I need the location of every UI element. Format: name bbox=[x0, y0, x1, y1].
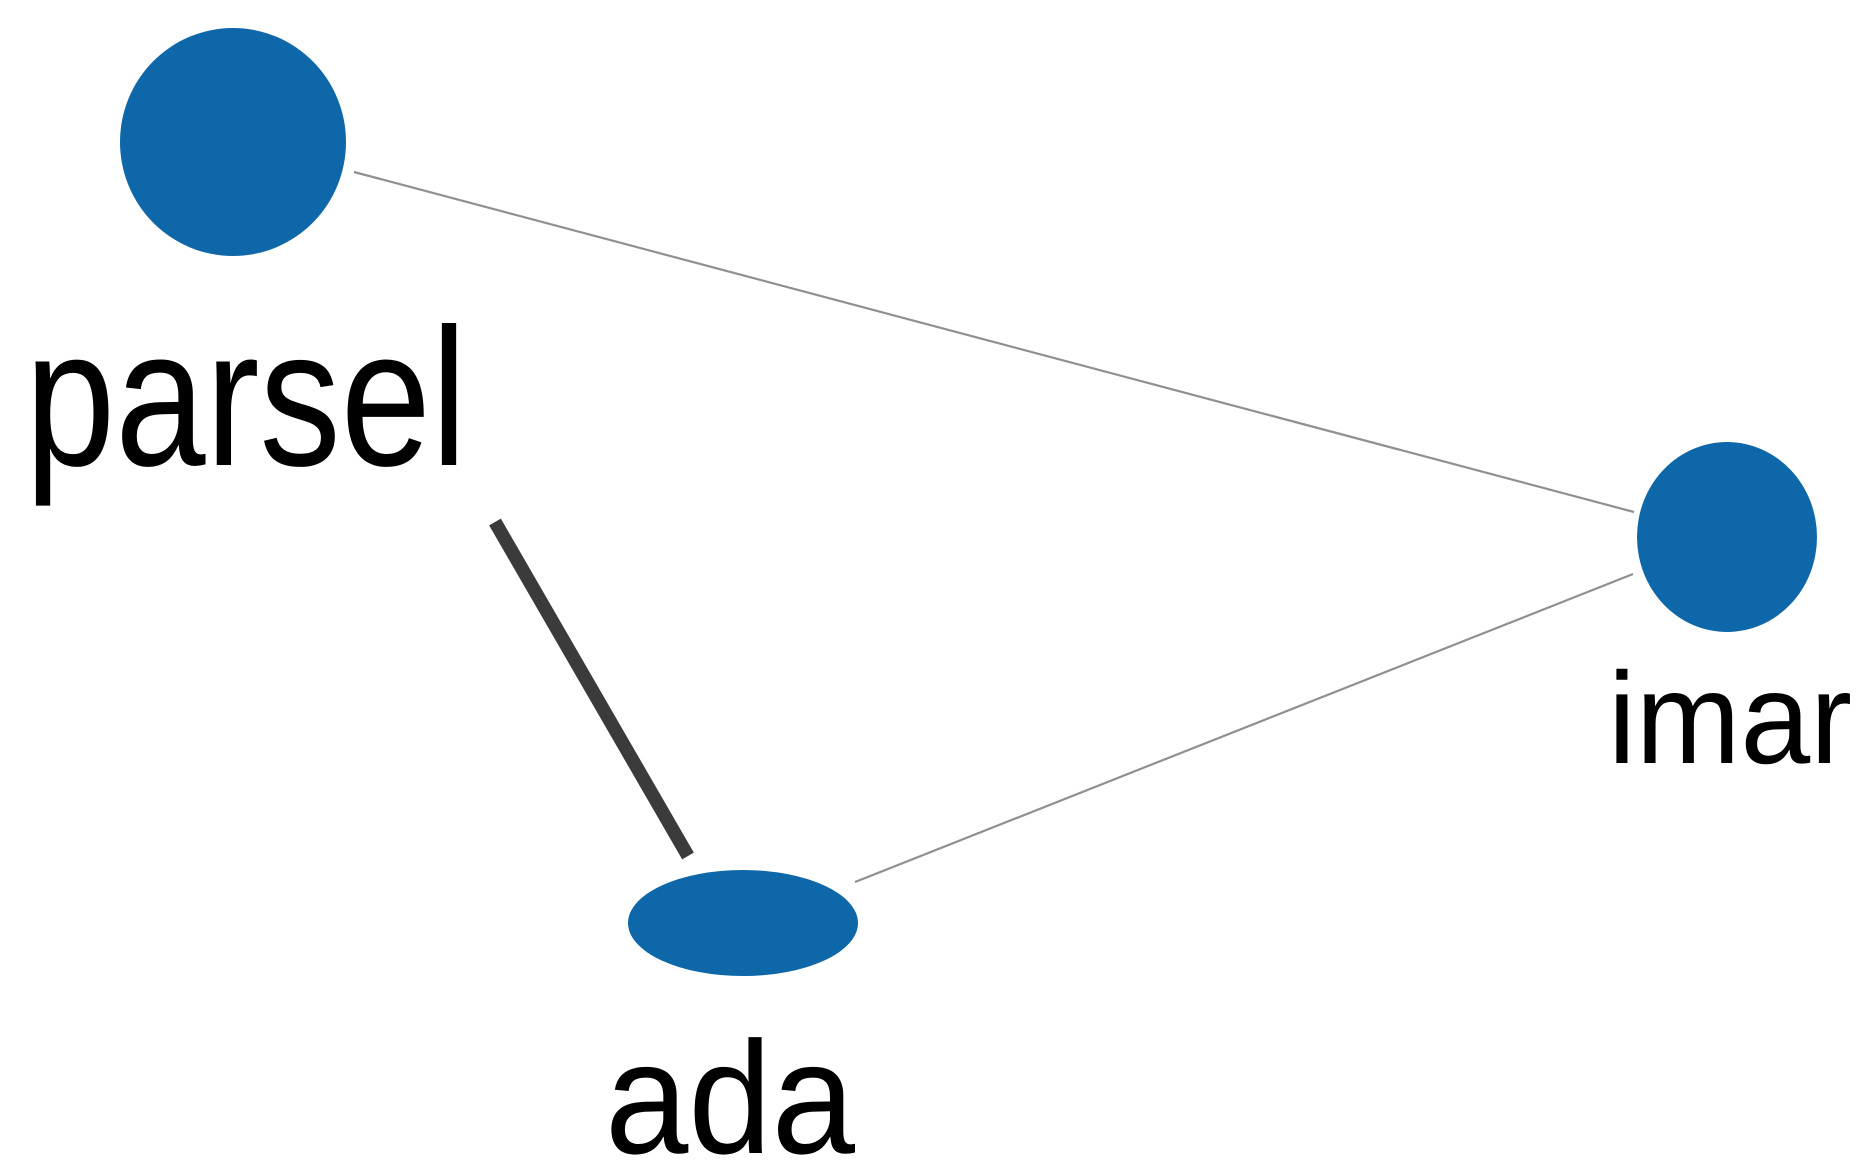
node-imar bbox=[1637, 442, 1817, 632]
edge-parsel-imar bbox=[353, 170, 1635, 514]
edge-parsel-ada bbox=[489, 518, 694, 860]
node-label-imar: imar bbox=[1608, 645, 1852, 791]
edge-ada-imar bbox=[854, 572, 1634, 884]
node-label-parsel: parsel bbox=[25, 288, 467, 507]
node-label-ada: ada bbox=[605, 1008, 855, 1176]
node-ada bbox=[628, 870, 858, 976]
node-parsel bbox=[120, 28, 346, 256]
